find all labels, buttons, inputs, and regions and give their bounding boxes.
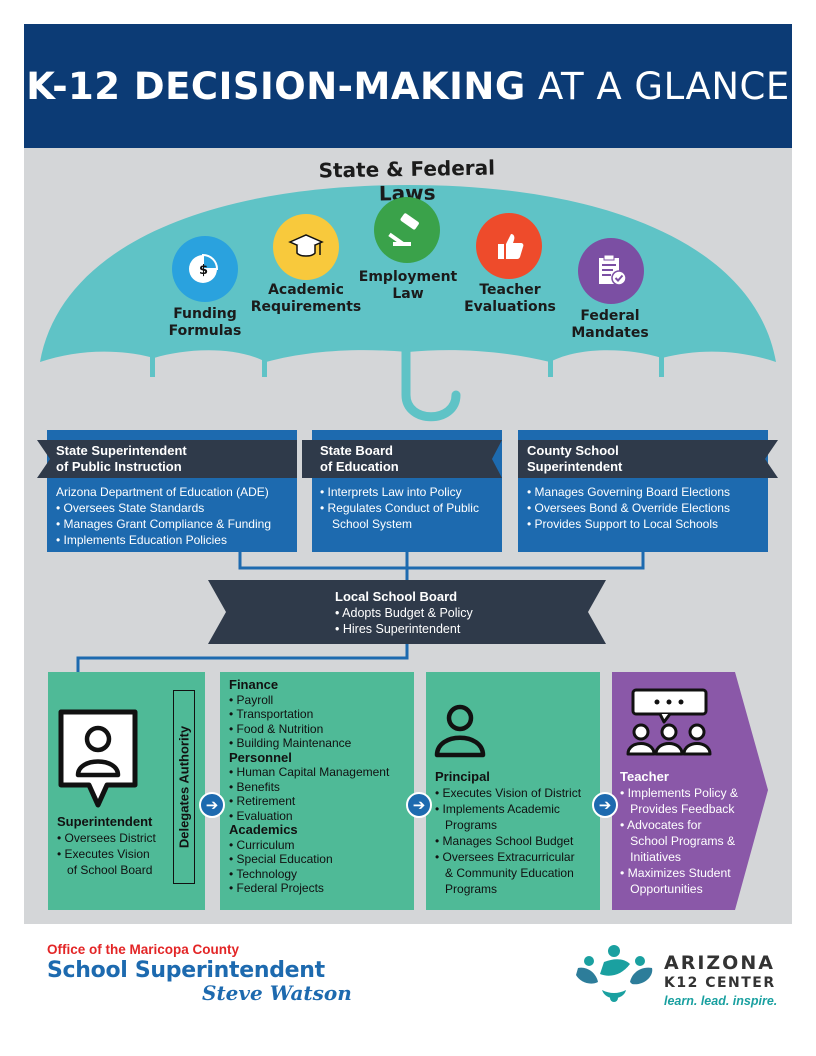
teacher-text: Teacher Implements Policy & Provides Fee…: [620, 769, 760, 897]
list-item: Regulates Conduct of Public: [320, 500, 479, 516]
checklist-icon: [578, 238, 644, 304]
list-item: Maximizes Student: [620, 865, 760, 881]
page-title: K-12 DECISION-MAKING AT A GLANCE: [26, 65, 790, 108]
arrow-right-icon: ➔: [592, 792, 618, 818]
list-item: Manages School Budget: [435, 833, 581, 849]
title-light: AT A GLANCE: [538, 64, 790, 108]
name-line: Steve Watson: [202, 981, 352, 1005]
superintendent-text: Superintendent Oversees District Execute…: [57, 814, 156, 878]
az-name-line2: K12 CENTER: [664, 975, 776, 991]
office-line: Office of the Maricopa County: [47, 942, 240, 957]
pie-chart-money-icon: $: [172, 236, 238, 302]
list-item: & Community Education: [445, 866, 574, 880]
list-item: Payroll: [229, 693, 389, 708]
superintendent-title: Superintendent: [57, 814, 153, 829]
principal-text: Principal Executes Vision of District Im…: [435, 769, 581, 897]
thumbs-up-icon: [476, 213, 542, 279]
list-item: of School Board: [67, 862, 153, 877]
graduation-cap-icon: [273, 214, 339, 280]
list-item: Human Capital Management: [229, 765, 390, 780]
list-item: Implements Education Policies: [56, 532, 271, 548]
list-item: Oversees Bond & Override Elections: [527, 500, 730, 516]
gavel-icon: [374, 197, 440, 263]
list-item: Food & Nutrition: [229, 722, 389, 737]
delegates-authority-label: Delegates Authority: [173, 690, 195, 884]
list-item: Provides Feedback: [630, 802, 735, 816]
principal-title: Principal: [435, 769, 490, 784]
list-item: Special Education: [229, 852, 389, 867]
list-item: Initiatives: [630, 850, 681, 864]
state-board-list: Interprets Law into Policy Regulates Con…: [320, 484, 479, 532]
local-board-text: Local School Board • Adopts Budget & Pol…: [335, 589, 473, 637]
list-item: Curriculum: [229, 838, 389, 853]
list-item: Executes Vision of District: [435, 785, 582, 801]
person-speech-icon: [58, 709, 138, 808]
arrow-right-icon: ➔: [406, 792, 432, 818]
list-item: Implements Academic: [435, 801, 581, 817]
svg-text:$: $: [199, 263, 208, 278]
arrow-right-icon: ➔: [199, 792, 225, 818]
list-item: Retirement: [229, 794, 389, 809]
personnel-title: Personnel: [229, 749, 292, 765]
arizona-k12-logo-mark: [576, 945, 653, 1002]
list-item: Programs: [445, 818, 498, 832]
local-board-title: Local School Board: [335, 589, 458, 604]
list-item: Arizona Department of Education (ADE): [56, 485, 269, 499]
list-item: • Adopts Budget & Policy: [335, 606, 473, 620]
list-item: Transportation: [229, 707, 389, 722]
list-item: Manages Governing Board Elections: [527, 484, 730, 500]
list-item: School Programs &: [630, 834, 736, 848]
list-item: Opportunities: [630, 882, 703, 896]
list-item: • Hires Superintendent: [335, 622, 461, 636]
list-item: Federal Projects: [229, 881, 389, 896]
list-item: School System: [332, 517, 413, 531]
list-item: Oversees State Standards: [56, 500, 271, 516]
maricopa-logo: Office of the Maricopa County School Sup…: [47, 942, 352, 1005]
list-item: Oversees District: [57, 830, 156, 846]
academics-title: Academics: [229, 822, 298, 837]
local-board-banner: [208, 580, 606, 644]
title-bold: K-12 DECISION-MAKING: [26, 64, 526, 108]
list-item: Manages Grant Compliance & Funding: [56, 516, 271, 532]
list-item: Programs: [445, 882, 498, 896]
teacher-title: Teacher: [620, 769, 669, 784]
list-item: Interprets Law into Policy: [320, 484, 479, 500]
list-item: Oversees Extracurricular: [435, 849, 581, 865]
header-banner: K-12 DECISION-MAKING AT A GLANCE: [24, 24, 792, 148]
az-tagline: learn. lead. inspire.: [664, 994, 778, 1008]
list-item: Executes Vision: [57, 846, 156, 862]
az-name-line1: ARIZONA: [664, 952, 775, 974]
list-item: Advocates for: [620, 817, 760, 833]
state-superintendent-list: Arizona Department of Education (ADE) Ov…: [56, 484, 271, 548]
umbrella-canopy: [40, 185, 776, 362]
person-icon: [434, 704, 486, 758]
umbrella-handle: [401, 345, 461, 422]
list-item: Benefits: [229, 780, 389, 795]
finance-title: Finance: [229, 677, 279, 692]
departments-text: Finance Payroll Transportation Food & Nu…: [229, 677, 390, 896]
county-superintendent-list: Manages Governing Board Elections Overse…: [527, 484, 730, 532]
list-item: Building Maintenance: [229, 736, 389, 751]
org-line: School Superintendent: [47, 958, 325, 983]
list-item: Evaluation: [229, 809, 389, 824]
list-item: Implements Policy &: [620, 785, 760, 801]
list-item: Provides Support to Local Schools: [527, 516, 730, 532]
list-item: Technology: [229, 867, 389, 882]
classroom-icon: [626, 688, 712, 756]
